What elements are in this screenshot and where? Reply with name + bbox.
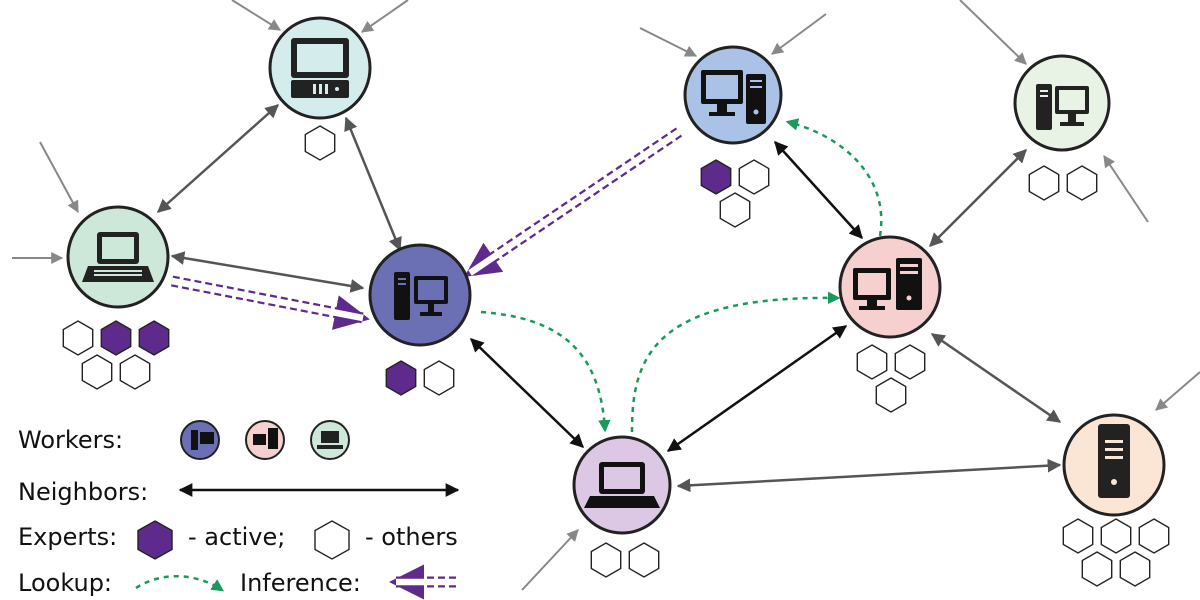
legend-lookup-arrow (135, 575, 225, 592)
other-expert-hex (1138, 518, 1170, 554)
legend-others-label: - others (365, 523, 458, 551)
legend-inference-label: Inference: (240, 569, 361, 597)
far-right-worker[interactable] (1013, 54, 1111, 152)
legend-active-label: - active; (188, 523, 285, 551)
edge-bottom-right (666, 324, 848, 453)
server-worker[interactable] (1062, 413, 1166, 517)
center-worker[interactable] (368, 243, 472, 347)
other-expert-hex (719, 192, 751, 228)
legend-lookup-label: Lookup: (18, 569, 112, 597)
desktop-icon (701, 70, 766, 124)
legend-worker-inference (180, 420, 220, 460)
right-worker[interactable] (838, 235, 942, 339)
left-laptop-worker[interactable] (66, 205, 170, 309)
lookup-center-bottom (480, 310, 611, 433)
other-expert-hex (423, 360, 455, 396)
other-expert-hex (738, 159, 770, 195)
inference-edges (170, 127, 683, 330)
other-expert-hex (875, 377, 907, 413)
legend-workers-label: Workers: (18, 426, 123, 454)
edge-laptop-center (170, 251, 365, 293)
edge-right-server (930, 332, 1062, 424)
other-expert-hex (628, 542, 660, 578)
edge-right-farright (929, 149, 1027, 247)
legend-neighbors-label: Neighbors: (18, 478, 148, 506)
active-expert-hex (138, 320, 170, 356)
edge-center-bottom (470, 338, 584, 448)
top-desktop-worker[interactable] (268, 16, 372, 120)
other-expert-hex (81, 354, 113, 390)
other-expert-hex (119, 354, 151, 390)
other-expert-hex (62, 320, 94, 356)
other-expert-hex (1028, 165, 1060, 201)
other-expert-hex (1081, 551, 1113, 587)
server-icon (1098, 424, 1130, 498)
other-expert-hex (1119, 551, 1151, 587)
top-right-worker[interactable] (683, 45, 783, 145)
legend-worker-laptop (310, 420, 350, 460)
desktop-tower-icon (291, 38, 349, 98)
edge-topright-right (774, 140, 863, 240)
experts (62, 125, 1170, 587)
active-expert-hex (100, 320, 132, 356)
other-expert-hex (1100, 518, 1132, 554)
desktop-icon (394, 272, 448, 320)
legend-other-expert (314, 520, 350, 560)
legend-worker-storage (245, 420, 285, 460)
active-expert-hex (700, 159, 732, 195)
other-expert-hex (1066, 165, 1098, 201)
other-expert-hex (590, 542, 622, 578)
external-edges (12, 0, 1200, 591)
desktop-icon (853, 258, 922, 310)
legend-experts-label: Experts: (18, 523, 117, 551)
edge-top-center (344, 116, 402, 252)
other-expert-hex (1062, 518, 1094, 554)
worker-nodes (66, 16, 1166, 535)
lookup-bottom-right (630, 291, 841, 433)
edge-bottom-server (676, 458, 1062, 493)
edge-laptop-top (156, 104, 280, 213)
legend: Workers: Neighbors: Experts: - active; -… (18, 420, 460, 600)
neighbor-edges (156, 104, 1062, 493)
other-expert-hex (856, 344, 888, 380)
laptop-icon (584, 462, 660, 508)
legend-active-expert (137, 520, 173, 560)
active-expert-hex (385, 360, 417, 396)
lookup-edges (480, 118, 883, 433)
desktop-icon (1036, 84, 1089, 130)
other-expert-hex (894, 344, 926, 380)
bottom-laptop-worker[interactable] (572, 435, 672, 535)
other-expert-hex (304, 125, 336, 161)
laptop-icon (82, 232, 154, 282)
lookup-right-topright (785, 118, 883, 237)
